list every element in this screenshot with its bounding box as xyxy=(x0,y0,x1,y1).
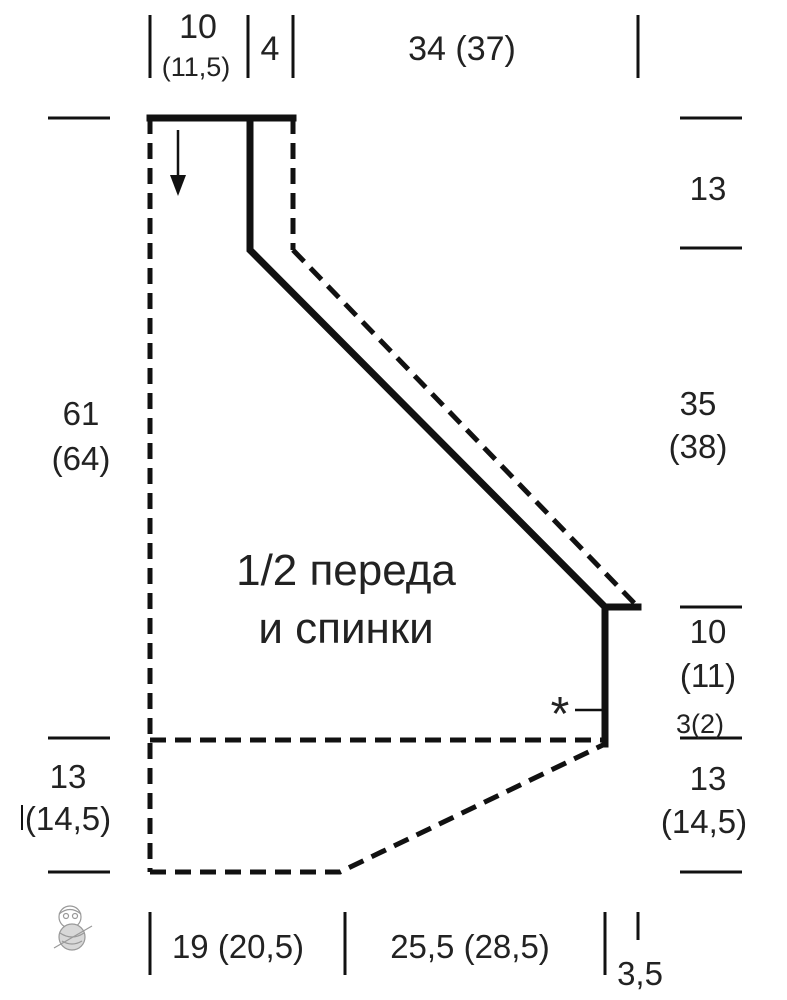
right-cuff-value: 10 xyxy=(690,613,727,650)
right-top-value: 13 xyxy=(690,170,727,207)
reference-ticks xyxy=(48,116,742,874)
right-slope-value: 35 xyxy=(680,385,717,422)
piece-solid-outline xyxy=(146,114,642,748)
bottom-b-value: 25,5 (28,5) xyxy=(390,928,550,965)
left-hem-alt-value: (14,5) xyxy=(25,800,111,837)
bottom-a-value: 19 (20,5) xyxy=(172,928,304,965)
right-slope-alt-value: (38) xyxy=(669,428,728,465)
top-shoulder-value: 10 xyxy=(179,8,217,46)
direction-arrow-icon xyxy=(170,130,186,196)
yarn-logo-icon xyxy=(53,905,93,951)
bottom-c-value: 3,5 xyxy=(617,955,663,992)
right-side-alt-value: (14,5) xyxy=(661,803,747,840)
bottom-dimension-ticks xyxy=(148,912,640,975)
right-gap-value: 3(2) xyxy=(676,709,724,739)
left-length-alt-value: (64) xyxy=(52,440,111,477)
left-hem-value: 13 xyxy=(50,758,87,795)
top-shoulder-alt-value: (11,5) xyxy=(162,52,231,82)
top-neck-value: 4 xyxy=(261,30,280,68)
right-side-value: 13 xyxy=(690,760,727,797)
marker-star: * xyxy=(551,688,570,741)
piece-title-line2: и спинки xyxy=(258,604,433,653)
left-length-value: 61 xyxy=(63,395,100,432)
piece-dashed-outline xyxy=(147,118,640,875)
right-cuff-alt-value: (11) xyxy=(680,657,736,694)
piece-title-line1: 1/2 переда xyxy=(236,546,456,595)
top-dimension-ticks xyxy=(148,15,640,78)
top-sleeve-value: 34 (37) xyxy=(408,30,516,68)
